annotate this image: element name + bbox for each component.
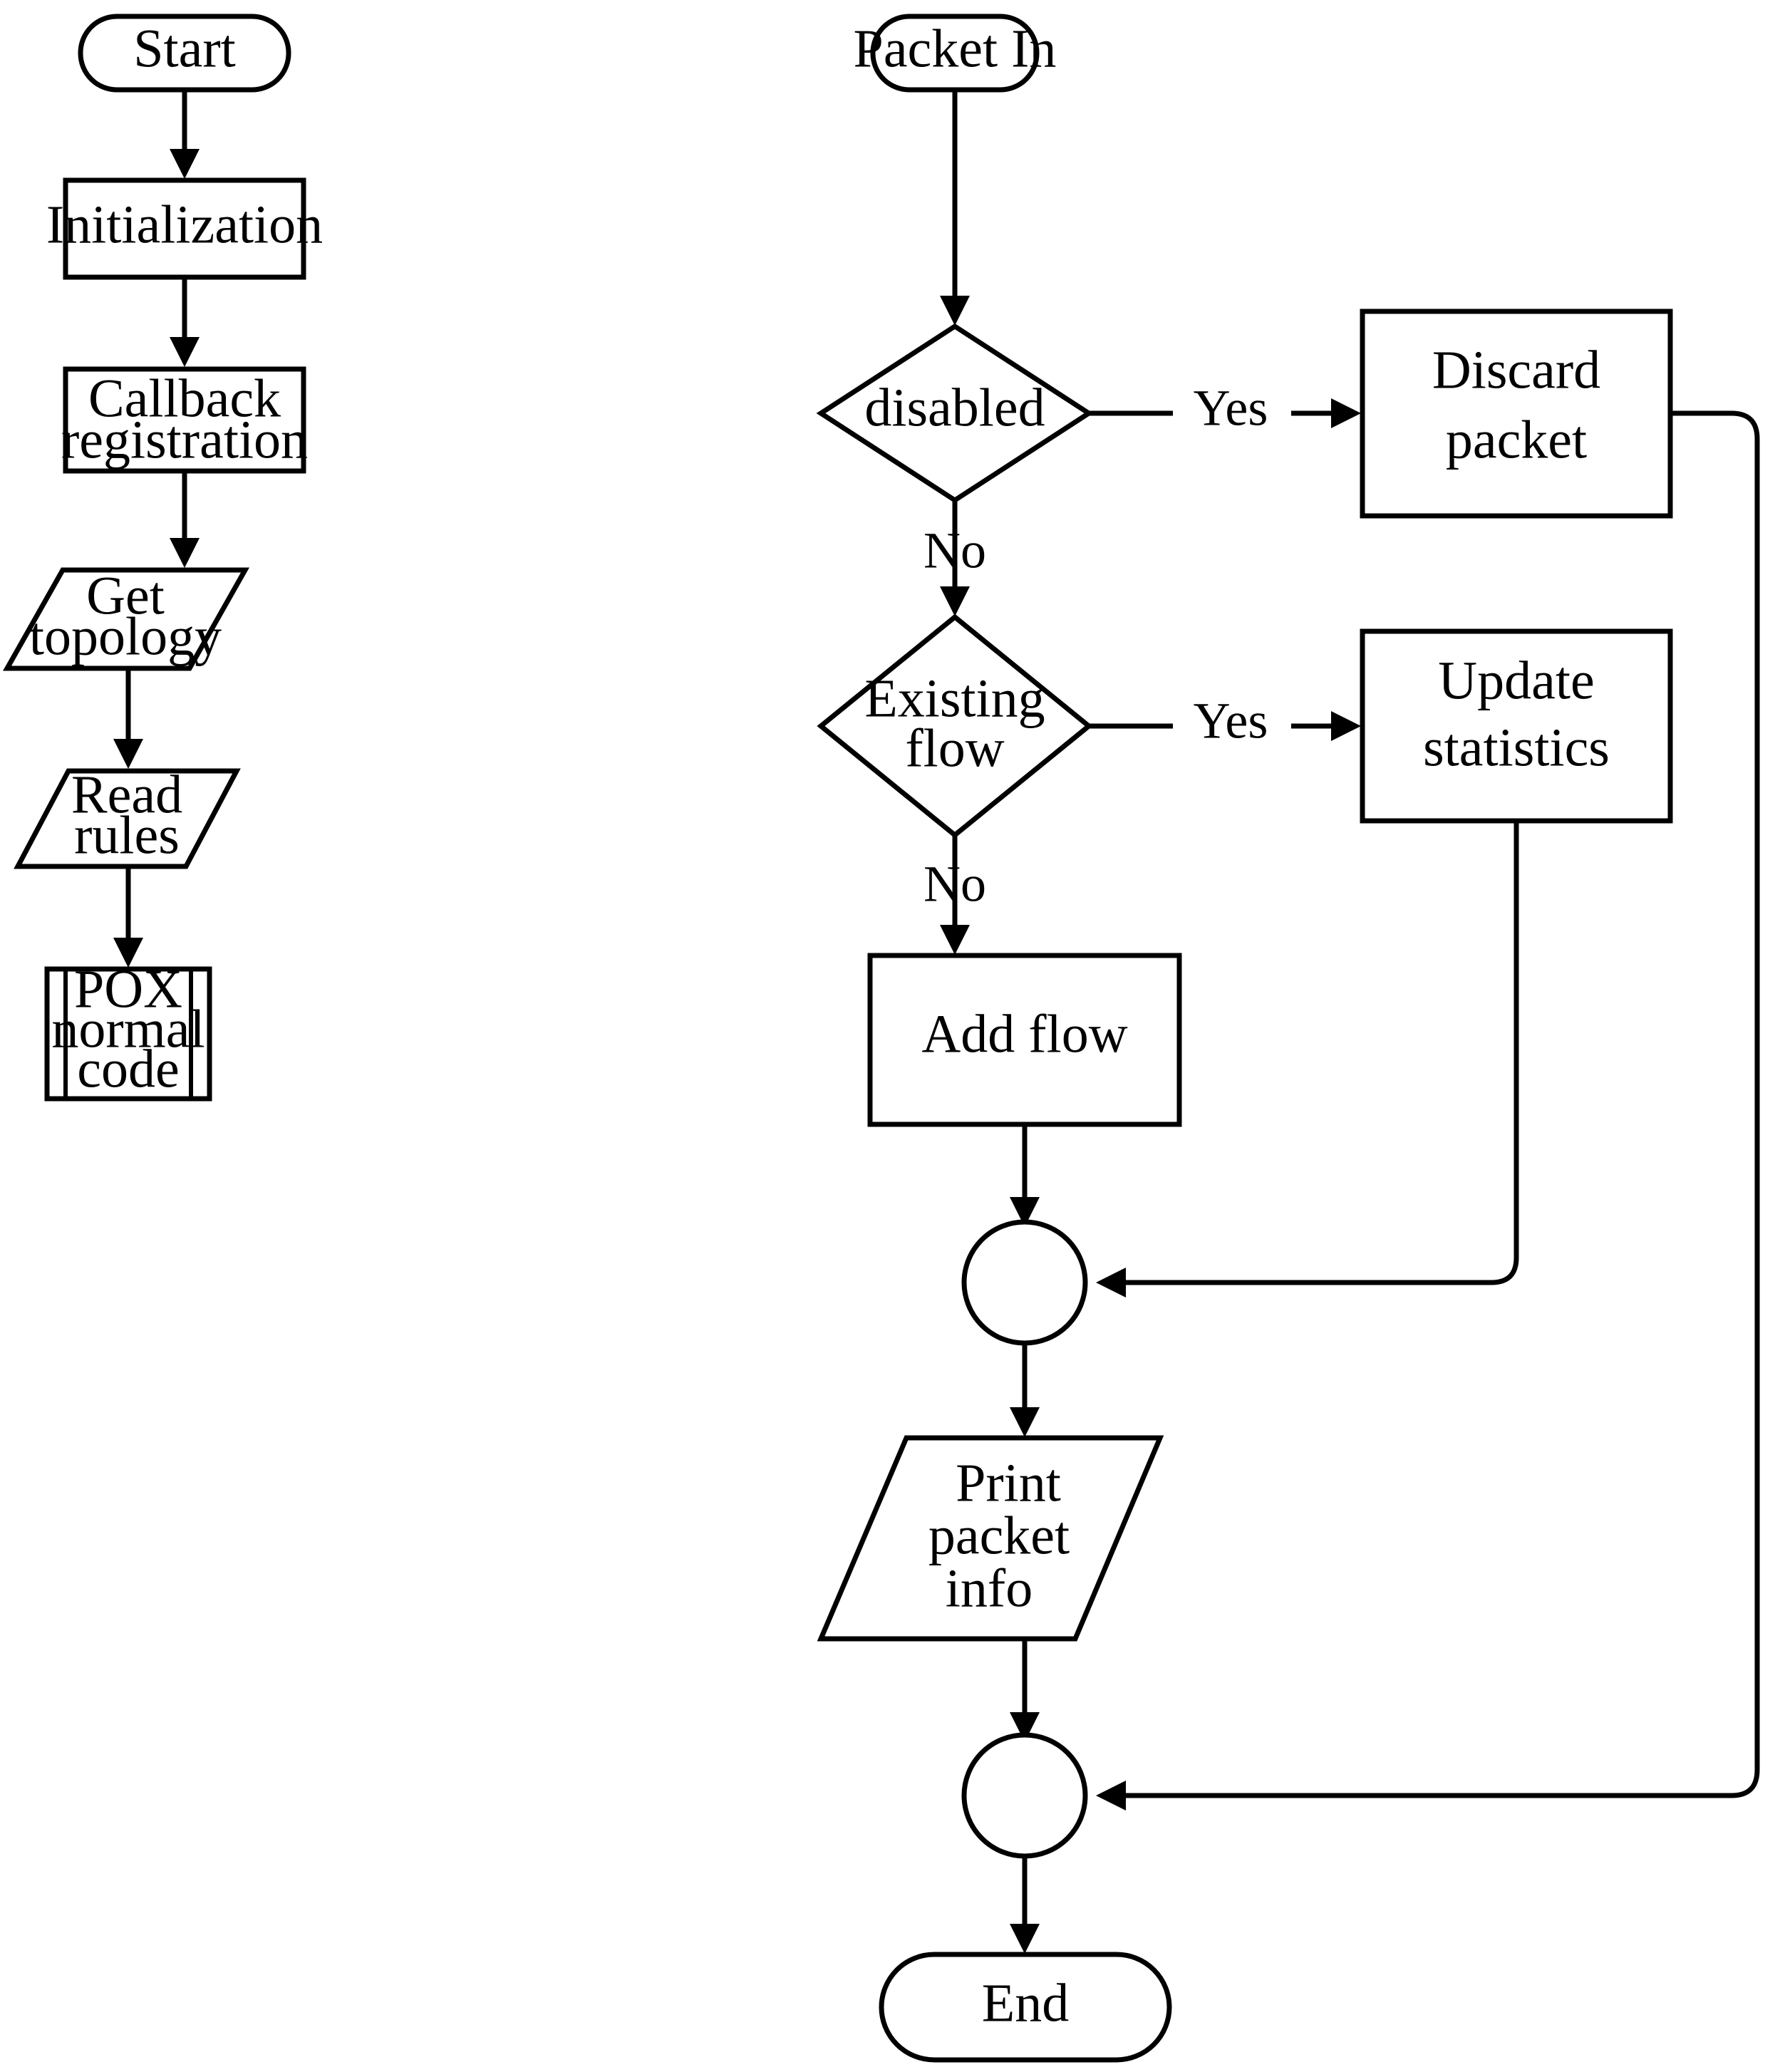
node-end[interactable]: End bbox=[879, 1952, 1172, 2063]
edge-update-statistics-to-merge-one bbox=[1096, 821, 1519, 1297]
node-update-statistics[interactable]: Update statistics bbox=[1360, 628, 1673, 824]
node-initialization[interactable]: Initialization bbox=[46, 177, 323, 280]
disabled-label: disabled bbox=[864, 378, 1045, 437]
existing-flow-label-line1: Existing bbox=[864, 668, 1045, 728]
print-packet-info-label-line3: info bbox=[946, 1558, 1033, 1618]
edge-label-yes-existing-flow: Yes bbox=[1194, 693, 1268, 750]
pox-code-label-line2: normal bbox=[51, 999, 205, 1059]
node-merge-connector-one[interactable] bbox=[961, 1219, 1088, 1346]
read-rules-parallelogram-shape bbox=[14, 768, 241, 869]
print-packet-info-label-line2: packet bbox=[928, 1506, 1070, 1565]
left-flow-group: Start Initialization Callback registrati… bbox=[3, 14, 323, 1102]
start-label: Start bbox=[133, 19, 236, 78]
packet-in-label: Packet In bbox=[854, 19, 1057, 78]
node-pox-normal-code[interactable]: POX normal code bbox=[44, 959, 212, 1102]
discard-packet-box-shape bbox=[1360, 309, 1673, 519]
update-statistics-box-shape bbox=[1360, 628, 1673, 824]
add-flow-label: Add flow bbox=[921, 1004, 1127, 1064]
edge-label-yes-disabled: Yes bbox=[1194, 380, 1268, 437]
update-statistics-label-line2: statistics bbox=[1423, 718, 1610, 777]
print-packet-info-parallelogram-shape bbox=[817, 1435, 1164, 1642]
end-terminator-shape bbox=[879, 1952, 1172, 2063]
read-rules-label-line2: rules bbox=[74, 805, 180, 865]
initialization-label: Initialization bbox=[46, 195, 323, 254]
get-topology-parallelogram-shape bbox=[3, 567, 249, 671]
add-flow-box-shape bbox=[867, 953, 1182, 1127]
node-add-flow[interactable]: Add flow bbox=[867, 953, 1182, 1127]
node-discard-packet[interactable]: Discard packet bbox=[1360, 309, 1673, 519]
existing-flow-label-line2: flow bbox=[905, 718, 1004, 778]
node-callback-registration[interactable]: Callback registration bbox=[61, 366, 308, 474]
discard-packet-label-line2: packet bbox=[1446, 410, 1587, 470]
node-get-topology[interactable]: Get topology bbox=[3, 566, 249, 671]
initialization-box-shape bbox=[63, 177, 306, 280]
node-print-packet-info[interactable]: Print packet info bbox=[817, 1435, 1164, 1642]
get-topology-label-line2: topology bbox=[29, 606, 222, 666]
pox-code-label-line3: code bbox=[77, 1039, 179, 1099]
pox-code-box-shape bbox=[44, 966, 212, 1102]
right-flow-group: Packet In disabled Yes Discard packet No bbox=[816, 14, 1760, 2063]
node-read-rules[interactable]: Read rules bbox=[14, 765, 241, 869]
read-rules-label-line1: Read bbox=[71, 765, 182, 824]
pox-code-label-line1: POX bbox=[74, 959, 182, 1019]
get-topology-label-line1: Get bbox=[86, 566, 165, 626]
update-statistics-label-line1: Update bbox=[1438, 651, 1594, 710]
callback-label-line1: Callback bbox=[88, 368, 281, 428]
node-packet-in[interactable]: Packet In bbox=[854, 14, 1057, 93]
node-disabled-decision[interactable]: disabled bbox=[816, 323, 1094, 504]
edge-discard-packet-to-merge-two bbox=[1096, 410, 1760, 1811]
node-merge-connector-two[interactable] bbox=[961, 1732, 1088, 1859]
discard-packet-label-line1: Discard bbox=[1432, 340, 1600, 400]
node-start[interactable]: Start bbox=[78, 14, 291, 93]
print-packet-info-label-line1: Print bbox=[956, 1453, 1061, 1513]
merge-one-circle-shape bbox=[961, 1219, 1088, 1346]
end-label: End bbox=[982, 1973, 1069, 2033]
merge-two-circle-shape bbox=[961, 1732, 1088, 1859]
callback-label-line2: registration bbox=[61, 410, 308, 470]
node-existing-flow-decision[interactable]: Existing flow bbox=[817, 613, 1093, 839]
